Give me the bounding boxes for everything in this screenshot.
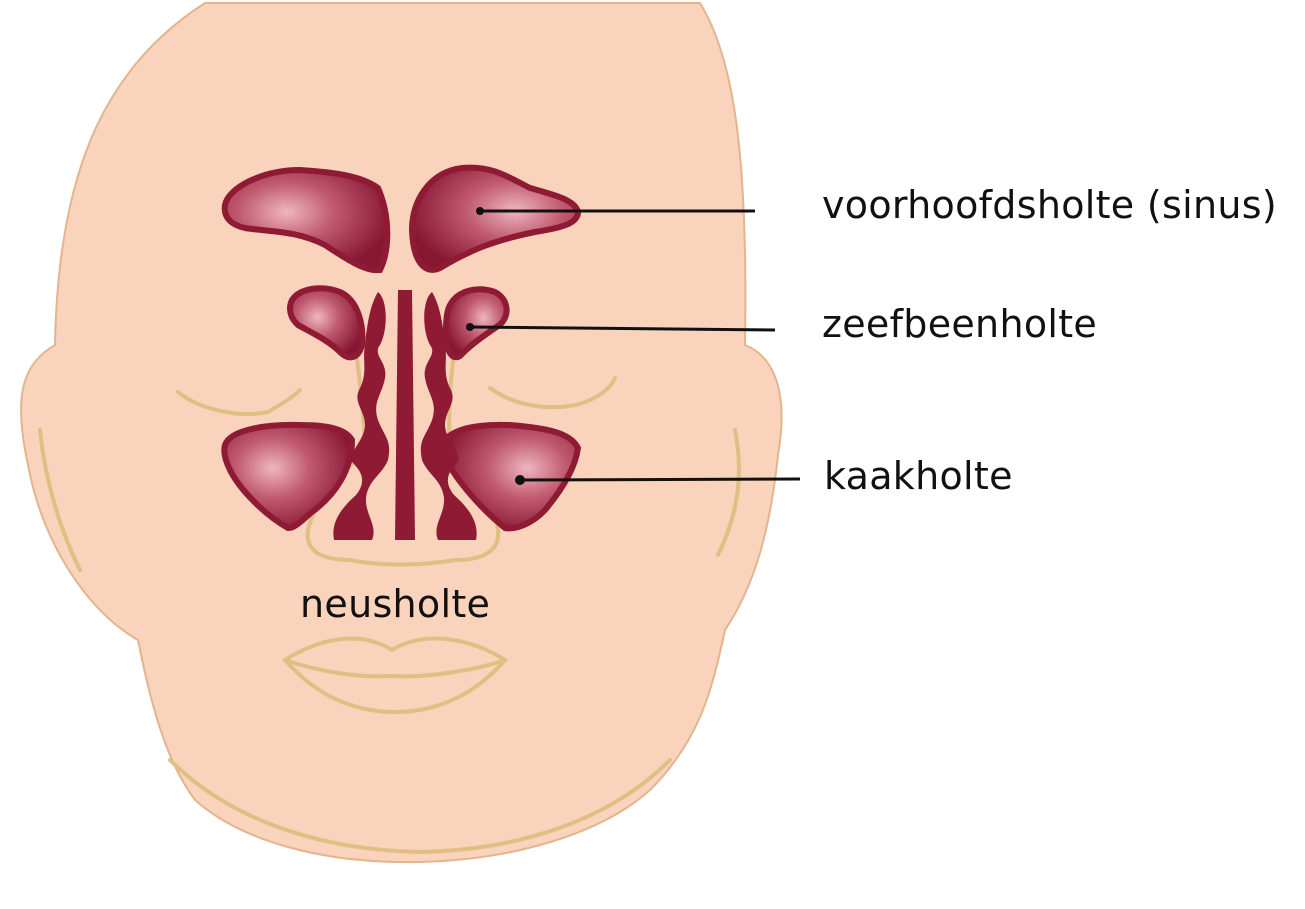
leader-dot-maxillary [515,475,525,485]
nasal-septum [395,290,415,540]
label-frontal-sinus: voorhoofdsholte (sinus) [822,186,1277,224]
label-maxillary-sinus: kaakholte [824,457,1013,495]
leader-dot-frontal [476,207,484,215]
leader-line-maxillary [520,479,800,480]
leader-dot-ethmoid [466,323,474,331]
label-ethmoid-sinus: zeefbeenholte [822,305,1097,343]
label-nasal-cavity: neusholte [300,585,490,623]
